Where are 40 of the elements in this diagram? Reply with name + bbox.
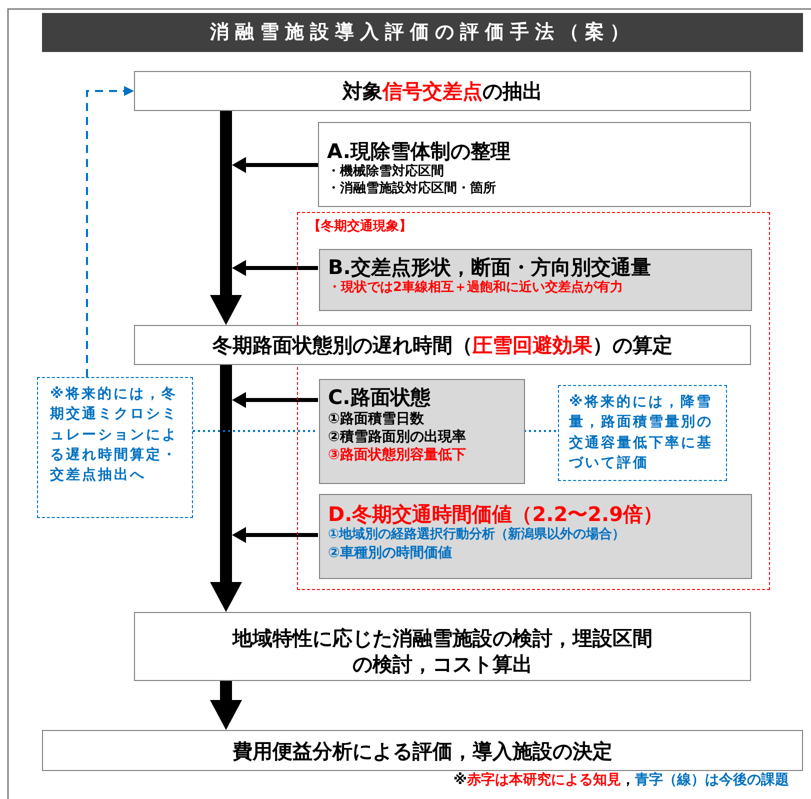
arrow [232,392,318,408]
heading-text: 冬期路面状態別の遅れ時間（圧雪回避効果）の算定 [211,332,674,358]
heading-text: D.冬期交通時間価値（2.2〜2.9倍） [327,501,664,526]
title-banner: 消融雪施設導入評価の評価手法（案） [42,13,803,52]
heading-text: 対象信号交差点の抽出 [341,78,544,104]
process-box [134,612,751,681]
process-box [318,122,751,207]
note-box [558,385,727,481]
heading-text: ※将来的には，冬期交通ミクロシミュレーションによる遅れ時間算定・交差点抽出へ [49,385,179,486]
process-box [134,71,751,111]
item-text: ・消融雪施設対応区間・箇所 [326,180,497,198]
arrow [210,111,242,325]
process-box [319,494,752,579]
connector-line [193,430,318,432]
arrow [232,157,318,173]
process-box [134,325,751,365]
heading-text: 地域特性に応じた消融雪施設の検討，埋設区間の検討，コスト算出 [230,624,654,676]
footnote: ※赤字は本研究による知見，青字（線）は今後の課題 [453,771,789,789]
item-text: ②車種別の時間価値 [327,544,453,562]
arrow [210,681,242,730]
connector-line [524,430,557,432]
item-text: ・機械除雪対応区間 [326,164,445,180]
heading-text: ※将来的には，降雪量，路面積雪量別の交通容量低下率に基づいて評価 [568,393,714,473]
heading-text: B.交差点形状，断面・方向別交通量 [327,254,652,280]
note-box [37,377,193,518]
heading-text: A.現除雪体制の整理 [326,138,512,164]
item-text: ①路面積雪日数 [327,410,425,428]
heading-text: C.路面状態 [327,384,432,410]
process-box [319,249,752,311]
arrow [86,86,134,377]
process-box [42,730,803,771]
process-box [319,379,525,484]
item-text: ①地域別の経路選択行動分析（新潟県以外の場合） [327,527,626,544]
heading-text: 費用便益分析による評価，導入施設の決定 [231,738,614,764]
arrow [232,527,318,543]
arrow [232,260,318,276]
heading-text: 【冬期交通現象】 [307,218,413,236]
item-text: ・現状では2車線相互＋過飽和に近い交差点が有力 [327,280,624,297]
item-text: ③路面状態別容量低下 [327,446,467,465]
item-text: ②積雪路面別の出現率 [327,428,467,446]
